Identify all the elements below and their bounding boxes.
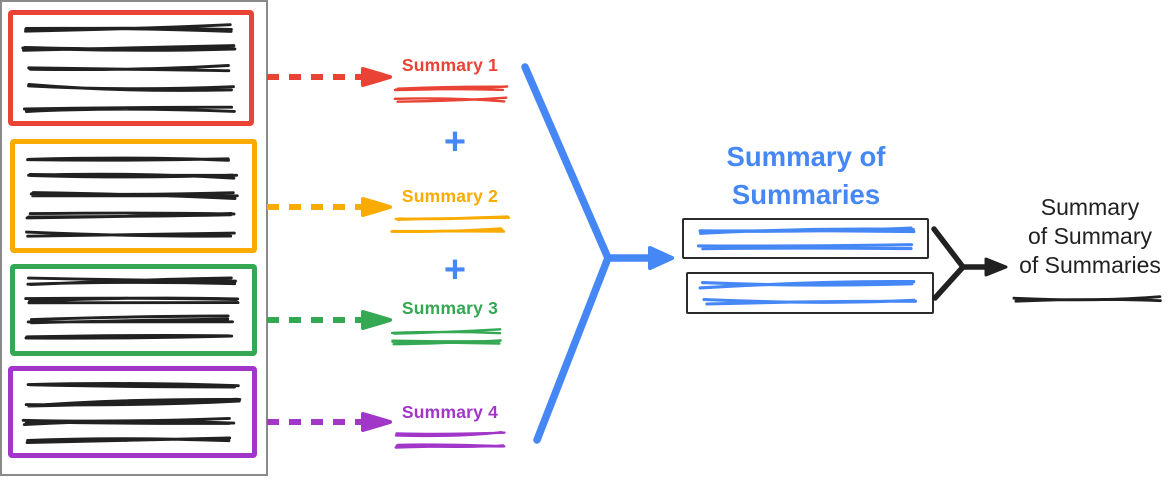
summary-1-text-scribble (388, 83, 512, 105)
summary-of-summaries-box-1 (682, 218, 929, 259)
final-summary-label: Summary of Summary of Summaries (1012, 193, 1168, 280)
chunk-3-text-scribble (23, 272, 243, 348)
document-chunk-4 (8, 366, 257, 458)
final-summary-text-scribble (1008, 291, 1166, 309)
chunk4-to-summary4-dashed-arrow-icon (267, 412, 392, 432)
source-document-frame (0, 0, 268, 476)
title-line-1: Summary of (726, 141, 886, 172)
summary-4-label: Summary 4 (401, 402, 499, 422)
document-chunk-2 (10, 139, 257, 253)
chunk-1-text-scribble (21, 18, 240, 118)
plus-sign-2: + (443, 249, 467, 291)
plus-sign-1: + (443, 121, 467, 163)
title-line-2: Summaries (731, 179, 881, 210)
chunk1-to-summary1-dashed-arrow-icon (267, 67, 392, 87)
chunk-2-text-scribble (23, 147, 243, 245)
summary-2-label: Summary 2 (401, 186, 499, 206)
summary-4-text-scribble (388, 429, 512, 451)
merge-summaries-arrow-icon (521, 63, 674, 444)
final-label-line-1: Summary (1040, 194, 1140, 220)
combine-boxes-arrow-icon (931, 226, 1008, 301)
summary-2-text-scribble (388, 213, 512, 235)
summary-3-label: Summary 3 (401, 298, 499, 318)
document-chunk-3 (10, 264, 257, 356)
chunk2-to-summary2-dashed-arrow-icon (267, 197, 392, 217)
summary-3-text-scribble (388, 326, 512, 348)
final-label-line-2: of Summary (1028, 223, 1152, 249)
chunk-4-text-scribble (21, 374, 243, 450)
sos-box-1-text-scribble (694, 223, 917, 254)
chunk3-to-summary3-dashed-arrow-icon (267, 310, 392, 330)
document-chunk-1 (8, 10, 254, 126)
summary-1-label: Summary 1 (401, 55, 499, 75)
summary-of-summaries-box-2 (686, 272, 934, 314)
final-label-line-3: of Summaries (1019, 252, 1161, 278)
summary-of-summaries-title: Summary of Summaries (700, 138, 912, 214)
sos-box-2-text-scribble (698, 277, 922, 309)
